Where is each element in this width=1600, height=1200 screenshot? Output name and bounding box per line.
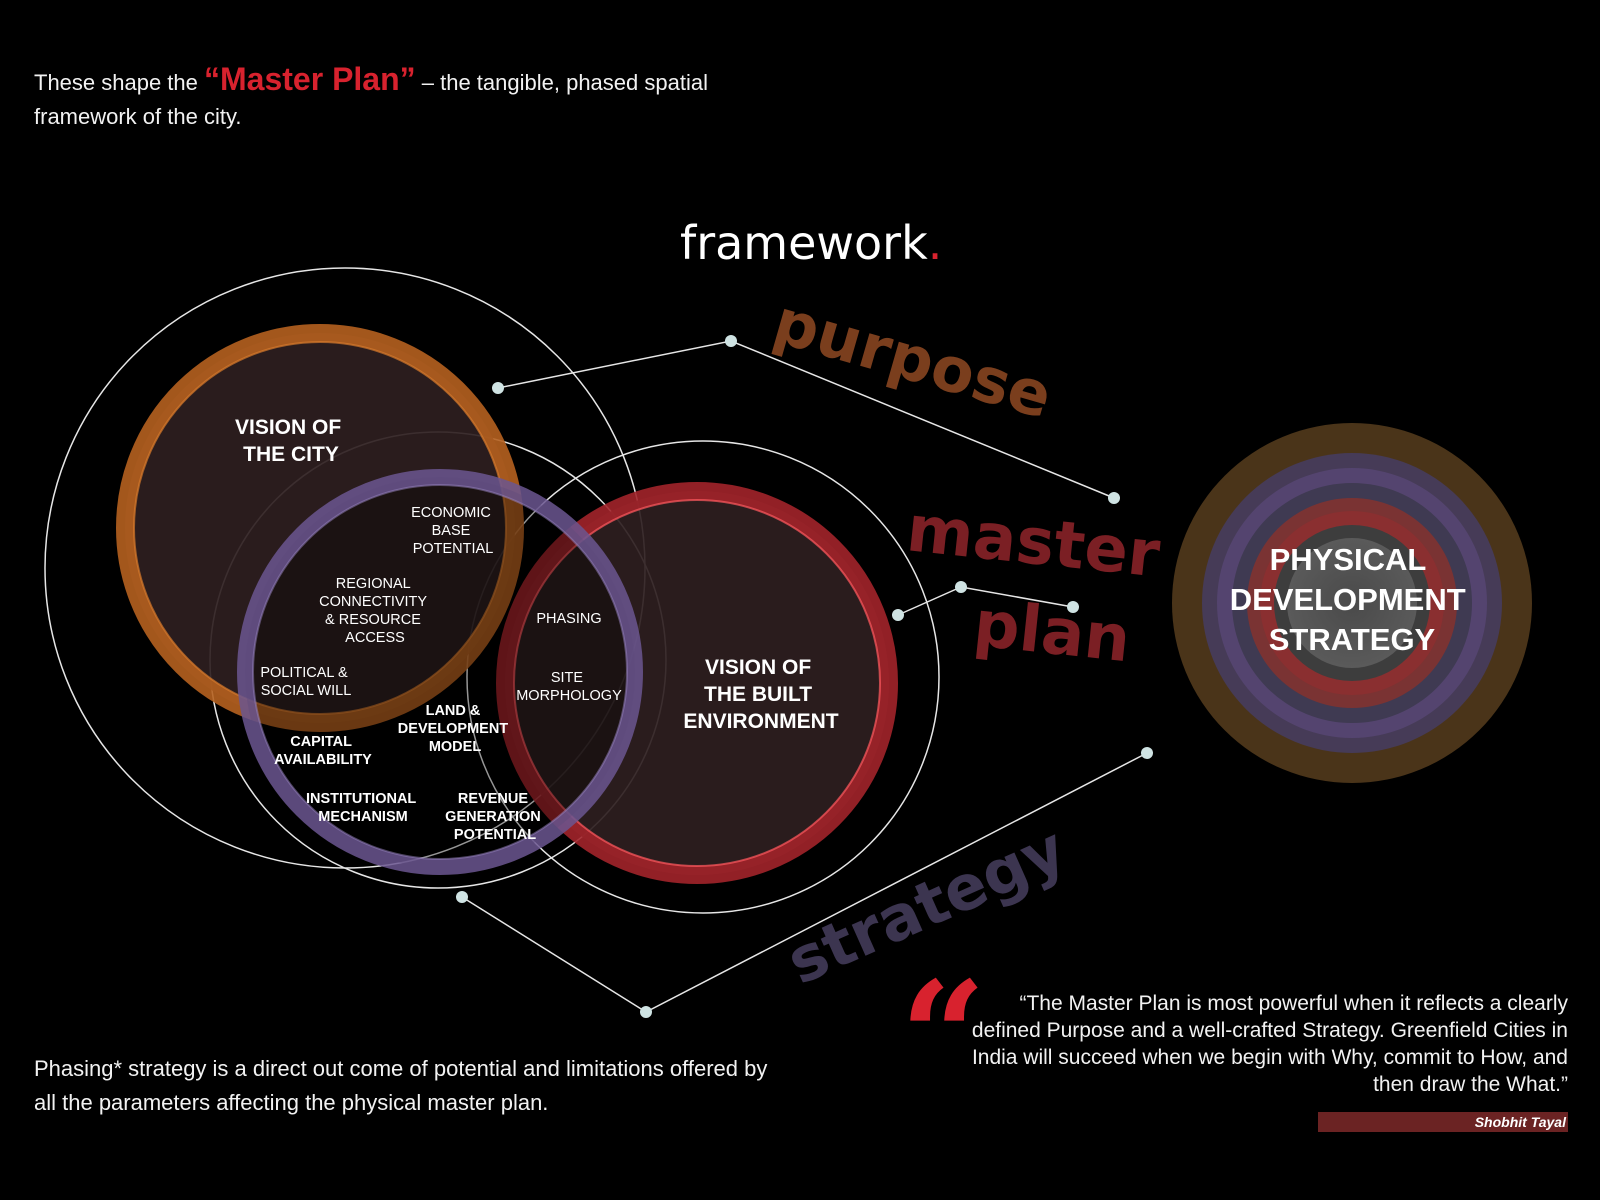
intro-text: These shape the “Master Plan” – the tang…: [34, 62, 754, 134]
site-morphology-label: SITE MORPHOLOGY: [516, 670, 622, 704]
quote-author: Shobhit Tayal: [1318, 1112, 1568, 1132]
economic-base-label: ECONOMIC BASE POTENTIAL: [411, 505, 495, 557]
purpose-word: purpose: [766, 284, 1060, 433]
node: [492, 382, 504, 394]
vision-built-inner-ring: [513, 499, 881, 867]
node: [1108, 492, 1120, 504]
pds-label: PHYSICAL DEVELOPMENT STRATEGY: [1230, 542, 1475, 657]
connector-nodes: [456, 335, 1153, 1018]
vision-city-inner-ring: [133, 341, 507, 715]
revenue-generation-label: REVENUE GENERATION POTENTIAL: [445, 791, 545, 843]
land-development-label: LAND & DEVELOPMENT MODEL: [398, 703, 512, 755]
master-word: master: [903, 492, 1163, 592]
intro-after: – the tangible, phased spatial framework…: [34, 70, 708, 129]
quote-mark-icon: “: [900, 949, 987, 1125]
phasing-note: Phasing* strategy is a direct out come o…: [34, 1056, 768, 1115]
strategy-purple-inner-ring: [252, 484, 628, 860]
pds-target: [1172, 423, 1532, 783]
quote-text: “The Master Plan is most powerful when i…: [971, 992, 1568, 1096]
node: [725, 335, 737, 347]
node: [1141, 747, 1153, 759]
political-social-will-label: POLITICAL & SOCIAL WILL: [260, 665, 351, 699]
node: [892, 609, 904, 621]
intro-before: These shape the: [34, 70, 205, 95]
vision-city-label: VISION OF THE CITY: [235, 416, 347, 466]
framework-title: framework.: [680, 216, 942, 270]
vision-built-label: VISION OF THE BUILT ENVIRONMENT: [683, 656, 838, 733]
master-plan-outline-circle: [466, 440, 940, 914]
intro-highlight: “Master Plan”: [204, 61, 416, 97]
node: [456, 891, 468, 903]
regional-connectivity-label: REGIONAL CONNECTIVITY & RESOURCE ACCESS: [319, 576, 431, 646]
capital-availability-label: CAPITAL AVAILABILITY: [274, 734, 372, 768]
node: [1067, 601, 1079, 613]
strategy-purple-circle: [237, 469, 643, 875]
framework-title-text: framework: [680, 216, 928, 270]
phasing-label: PHASING: [536, 611, 601, 627]
node: [640, 1006, 652, 1018]
node: [955, 581, 967, 593]
institutional-mechanism-label: INSTITUTIONAL MECHANISM: [306, 791, 420, 825]
plan-word: plan: [970, 587, 1133, 677]
framework-title-dot: .: [927, 216, 943, 270]
